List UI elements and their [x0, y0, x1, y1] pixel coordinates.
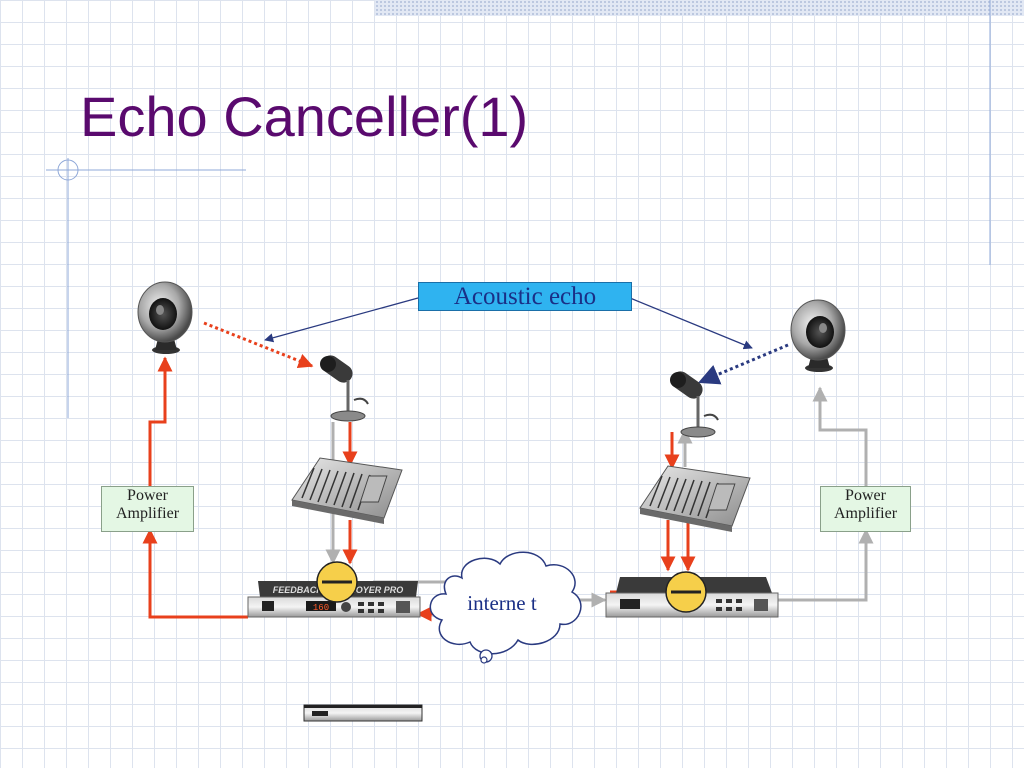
cloud-icon: [429, 551, 582, 664]
slide-decoration: [46, 0, 991, 418]
acoustic-echo-label: Acoustic echo: [418, 282, 632, 311]
gray-signal-lines: [325, 386, 874, 608]
red-signal-lines: [142, 356, 696, 622]
power-amplifier-right-label: Power Amplifier: [820, 486, 911, 532]
power-amplifier-left-label: Power Amplifier: [101, 486, 194, 532]
minus-icon: [665, 571, 707, 613]
rack-unit-icon: [303, 704, 423, 722]
speaker-icon: [137, 281, 193, 354]
top-decorative-band: [375, 0, 1024, 16]
slide-title: Echo Canceller(1): [80, 85, 529, 148]
mixer-icon: [639, 465, 751, 532]
echo-paths: [203, 297, 789, 385]
speaker-icon: [790, 299, 846, 372]
microphone-icon: [320, 355, 369, 422]
microphone-icon: [670, 371, 719, 438]
internet-label: interne t: [467, 591, 537, 615]
processor-display-value: 160: [313, 603, 329, 613]
mixer-icon: [291, 457, 403, 524]
minus-icon: [316, 561, 358, 603]
